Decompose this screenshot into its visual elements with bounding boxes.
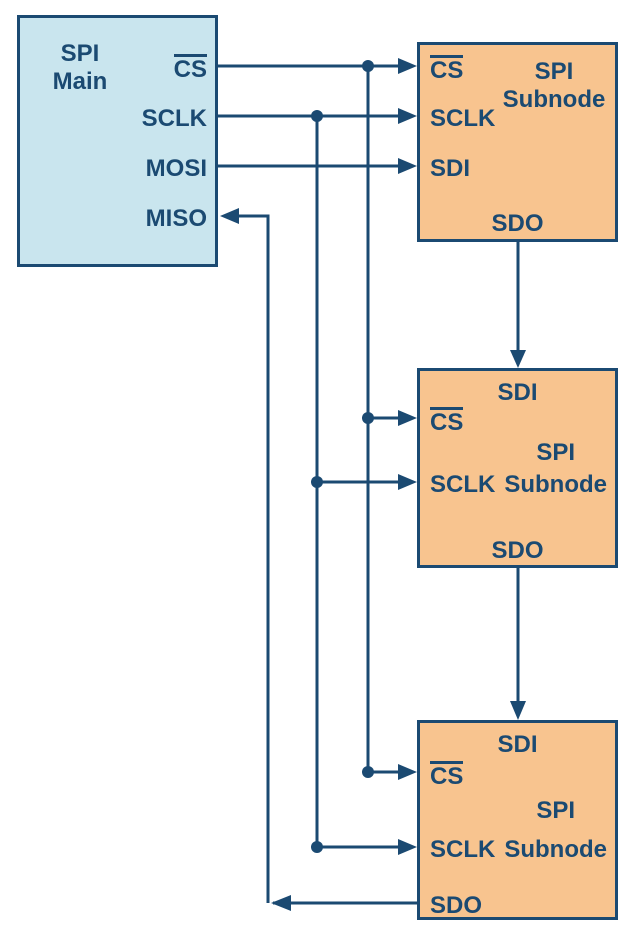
subnode1-pin-sdi: SDI — [430, 155, 471, 182]
wire-mosi — [218, 158, 417, 174]
return-corner-arrowhead — [271, 895, 291, 911]
subnode2-pin-cs-label: CS — [430, 407, 464, 436]
subnode2-title-line1: SPI — [536, 439, 575, 466]
cs-junction-dot-1 — [362, 60, 374, 72]
subnode2-pin-sdo: SDO — [491, 537, 544, 564]
subnode3-pin-sdo: SDO — [430, 892, 483, 919]
subnode1-pin-cs: CS — [430, 55, 464, 85]
spi-main-title-line2: Main — [52, 68, 108, 95]
subnode1-title: SPI Subnode — [497, 58, 611, 114]
cs-arrowhead-subnode1 — [398, 58, 417, 74]
subnode1-pin-sdo: SDO — [491, 210, 544, 237]
sdo2-arrowhead-down — [510, 701, 526, 720]
spi-main-title: SPI Main — [50, 40, 110, 96]
main-pin-cs: CS — [173, 54, 207, 84]
spi-main-block: SPI Main CS SCLK MOSI MISO — [17, 15, 218, 267]
subnode3-title-line2: Subnode — [504, 836, 607, 863]
main-pin-sclk: SCLK — [141, 105, 207, 132]
subnode3-pin-sdi: SDI — [497, 731, 538, 758]
wire-sdo2-sdi3 — [510, 568, 526, 720]
miso-arrowhead — [220, 208, 239, 224]
sclk-junction-dot-2 — [311, 476, 323, 488]
main-pin-cs-label: CS — [173, 54, 207, 83]
subnode3-pin-cs-label: CS — [430, 761, 464, 790]
subnode1-pin-cs-label: CS — [430, 55, 464, 84]
subnode2-title-line2: Subnode — [504, 471, 607, 498]
cs-arrowhead-subnode3 — [398, 764, 417, 780]
mosi-arrowhead-subnode1 — [398, 158, 417, 174]
sclk-arrowhead-subnode3 — [398, 839, 417, 855]
subnode1-pin-sclk: SCLK — [430, 105, 496, 132]
cs-arrowhead-subnode2 — [398, 410, 417, 426]
spi-main-title-line1: SPI — [60, 40, 100, 67]
subnode1-title-line1: SPI — [534, 58, 574, 85]
sclk-junction-dot-3 — [311, 841, 323, 853]
main-pin-miso: MISO — [145, 205, 207, 232]
subnode2-pin-sclk: SCLK — [430, 471, 496, 498]
sclk-junction-dot-1 — [311, 110, 323, 122]
cs-junction-dot-3 — [362, 766, 374, 778]
spi-subnode3-block: SDI CS SPI SCLK Subnode SDO — [417, 720, 618, 920]
subnode3-pin-sclk: SCLK — [430, 836, 496, 863]
main-pin-mosi: MOSI — [145, 155, 207, 182]
sclk-arrowhead-subnode1 — [398, 108, 417, 124]
spi-subnode2-block: SDI CS SPI SCLK Subnode SDO — [417, 368, 618, 568]
subnode1-title-line2: Subnode — [502, 86, 606, 113]
subnode3-pin-cs: CS — [430, 761, 464, 791]
cs-junction-dot-2 — [362, 412, 374, 424]
subnode2-pin-cs: CS — [430, 407, 464, 437]
wire-sclk-bus — [218, 108, 417, 855]
wire-cs-bus — [218, 58, 417, 780]
spi-subnode1-block: SPI Subnode CS SCLK SDI SDO — [417, 42, 618, 242]
miso-trunk-line — [238, 214, 270, 903]
wire-miso-return — [220, 208, 417, 911]
sclk-arrowhead-subnode2 — [398, 474, 417, 490]
sdo1-arrowhead-down — [510, 350, 526, 368]
subnode3-title-line1: SPI — [536, 797, 575, 824]
wire-sdo1-sdi2 — [510, 242, 526, 368]
subnode2-pin-sdi: SDI — [497, 379, 538, 406]
